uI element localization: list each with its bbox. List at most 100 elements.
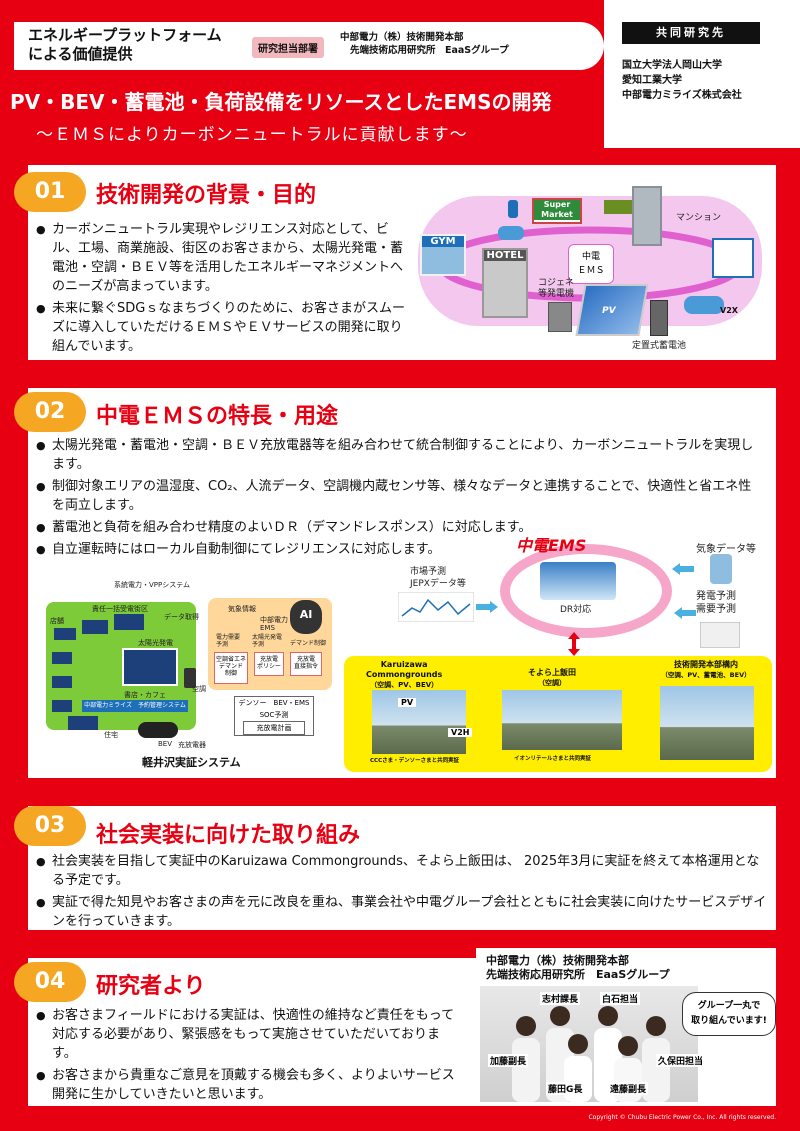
ai-icon: AI — [290, 600, 322, 634]
bullet: 自立運転時にはローカル自動制御にてレジリエンスに対応します。 — [36, 540, 764, 559]
name-endo: 遠藤副長 — [608, 1082, 649, 1095]
charge-policy-box: 充放電ポリシー — [254, 652, 284, 676]
supermarket-building: Super Market — [532, 198, 582, 224]
bullet: 太陽光発電・蓄電池・空調・ＢＥＶ充放電器等を組み合わせて統合制御することにより、… — [36, 436, 764, 474]
section-2-bullets: 太陽光発電・蓄電池・空調・ＢＥＶ充放電器等を組み合わせて統合制御することにより、… — [36, 436, 764, 562]
cogen-label: コジェネ 等発電機 — [538, 278, 575, 299]
section-1-number: 01 — [14, 172, 86, 212]
roof-panel — [52, 676, 72, 688]
mirise-system-bar: 中部電力ミライズ 予約管理システム — [82, 700, 188, 712]
charge-command-box: 充放電直接指令 — [290, 652, 322, 676]
bev-label: BEV — [158, 740, 173, 748]
dept-label: 研究担当部署 — [252, 37, 324, 58]
team-photo — [480, 986, 698, 1102]
roof-panel — [114, 614, 144, 630]
store-label: 店舗 — [50, 617, 64, 625]
subtitle: ～ＥＭＳによりカーボンニュートラルに貢献します～ — [36, 125, 468, 145]
joint-research-list: 国立大学法人岡山大学 愛知工業大学 中部電力ミライズ株式会社 — [622, 60, 742, 101]
site-2-name: そよら上飯田（空調） — [528, 668, 576, 687]
karuizawa-system-diagram: 系統電力・VPPシステム 責任一括受電街区 店舗 太陽光発電 書店・カフェ 空調… — [38, 576, 338, 769]
roof-panel — [52, 652, 72, 664]
house-icon — [712, 238, 754, 278]
pv-label: 太陽光発電 — [138, 639, 173, 647]
platform-title: エネルギープラットフォーム による価値提供 — [28, 26, 222, 63]
site-3-name: 技術開発本部構内（空調、PV、蓄電池、BEV） — [661, 660, 751, 679]
market-graph-icon — [398, 592, 474, 622]
bullet: お客さまフィールドにおける実証は、快適性の維持など責任をもって対応する必要があり… — [36, 1006, 456, 1063]
team-heading: 中部電力（株）技術開発本部 先端技術応用研究所 EaaSグループ — [486, 954, 670, 981]
ev-car-icon — [684, 296, 724, 314]
dept-name: 中部電力（株）技術開発本部 先端技術応用研究所 EaaSグループ — [340, 32, 509, 56]
ems-ring — [500, 544, 672, 638]
ems-cloud-image — [540, 562, 616, 600]
section-1-title: 技術開発の背景・目的 — [96, 183, 317, 208]
section-4-title: 研究者より — [96, 974, 206, 999]
weather-icon — [710, 554, 732, 584]
section-2-number: 02 — [14, 392, 86, 432]
section-3-bullets: 社会実装を目指して実証中のKaruizawa Commongrounds、そよら… — [36, 852, 768, 934]
gen-forecast-label: 発電予測需要予測 — [696, 591, 736, 615]
section-4-bullets: お客さまフィールドにおける実証は、快適性の維持など責任をもって対応する必要があり… — [36, 1006, 456, 1107]
roof-panel — [54, 628, 76, 640]
section-1-bullets: カーボンニュートラル実現やレジリエンス対応として、ビル、工場、商業施設、街区のお… — [36, 220, 406, 359]
battery-label: 定置式蓄電池 — [632, 341, 687, 351]
bullet: 制御対象エリアの温湿度、CO₂、人流データ、空調機内蔵センサ等、様々なデータと連… — [36, 477, 764, 515]
area-label: 責任一括受電街区 — [92, 605, 148, 613]
hotel-building: HOTEL — [482, 248, 528, 318]
section-3-title: 社会実装に向けた取り組み — [96, 823, 361, 848]
name-kato: 加藤副長 — [488, 1054, 529, 1067]
weather-label: 気象情報 — [228, 605, 256, 613]
weather-data-label: 気象データ等 — [696, 544, 756, 555]
arrow-left-icon — [674, 604, 696, 619]
karuizawa-caption: 軽井沢実証システム — [142, 756, 241, 769]
site-2-photo — [502, 690, 622, 750]
site-2-credit: イオンリテールさまと共同実証 — [514, 756, 592, 762]
denso-system-box: デンソー BEV・EMS SOC予測 充放電計画 — [234, 696, 314, 736]
shop-building — [122, 648, 178, 686]
speech-bubble: グループ一丸で 取り組んでいます! — [682, 992, 776, 1036]
double-arrow-icon — [568, 632, 580, 656]
mansion-building — [632, 186, 662, 246]
roof-panel — [82, 620, 108, 634]
pv-forecast-label: 太陽光発電予測 — [252, 634, 283, 648]
team-members-photo — [512, 1006, 670, 1102]
charger-label: 充放電器 — [178, 741, 206, 749]
site-1-credit: CCCさま・デンソーさまと共同実証 — [370, 758, 460, 764]
bullet: カーボンニュートラル実現やレジリエンス対応として、ビル、工場、商業施設、街区のお… — [36, 220, 406, 296]
name-shimura: 志村課長 — [540, 992, 581, 1005]
ac-unit-icon — [184, 668, 196, 688]
bullet: お客さまから貴重なご意見を頂戴する機会も多く、よりよいサービス開発に生かしていき… — [36, 1066, 456, 1104]
bullet: 実証で得た知見やお客さまの声を元に改良を重ね、事業会社や中電グループ会社とともに… — [36, 893, 768, 931]
solar-panel-icon: PV — [575, 284, 649, 336]
demand-forecast-label: 電力需要予測 — [216, 634, 241, 648]
v2x-label: V2X — [720, 306, 738, 315]
bev-car-icon — [138, 722, 178, 738]
grid-label: 系統電力・VPPシステム — [114, 581, 191, 589]
section-2-title: 中電ＥＭＳの特長・用途 — [96, 404, 339, 429]
shop-label: 書店・カフェ — [124, 691, 166, 699]
house-label: 住宅 — [104, 731, 118, 739]
section-4-number: 04 — [14, 962, 86, 1002]
ac-control-box: 空調省エネデマンド制御 — [214, 652, 248, 684]
city-illustration: GYM Super Market HOTEL マンション 中電 ＥＭＳ コジェネ… — [414, 186, 766, 352]
copyright: Copyright © Chubu Electric Power Co., In… — [588, 1114, 776, 1121]
arrow-left-icon — [672, 560, 694, 575]
name-shiraishi: 白石担当 — [600, 992, 641, 1005]
site-3-photo — [660, 686, 754, 760]
ems-center-label: 中電 ＥＭＳ — [568, 244, 614, 284]
joint-research-heading: 共同研究先 — [622, 22, 760, 44]
dr-label: DR対応 — [560, 605, 592, 615]
house-roof — [68, 716, 98, 730]
ac-label: 空調 — [192, 685, 206, 693]
roof-panel — [52, 700, 72, 712]
arrow-right-icon — [476, 598, 498, 613]
gym-building: GYM — [420, 234, 466, 276]
car-icon — [498, 226, 524, 240]
main-title: PV・BEV・蓄電池・負荷設備をリソースとしたEMSの開発 — [10, 90, 552, 114]
bullet: 蓄電池と負荷を組み合わせ精度のよいＤＲ（デマンドレスポンス）に対応します。 — [36, 518, 764, 537]
name-fujita: 藤田G長 — [546, 1082, 585, 1095]
section-3-number: 03 — [14, 806, 86, 846]
